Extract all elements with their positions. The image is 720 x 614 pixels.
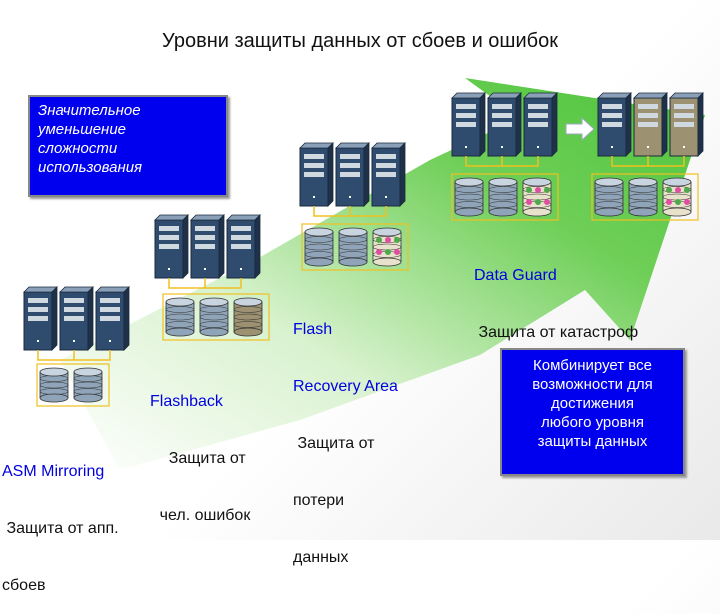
label-text: Защита от — [164, 450, 246, 467]
disk-stack-icon — [454, 177, 484, 217]
server-icon — [669, 92, 704, 157]
server-icon — [451, 92, 486, 157]
label-data-guard: Data Guard Защита от катастроф — [474, 228, 638, 361]
server-icon — [523, 92, 558, 157]
disk-tray — [301, 223, 409, 271]
label-flashback: Flashback Защита от чел. ошибок — [150, 354, 260, 544]
disk-stack-icon — [304, 227, 334, 267]
progress-arrow — [60, 78, 705, 470]
label-title: ASM Mirroring — [2, 463, 105, 480]
server-icon — [226, 214, 261, 279]
label-text: данных — [293, 549, 349, 566]
info-line: Комбинирует все — [533, 357, 652, 374]
server-icon — [371, 142, 406, 207]
flower-disk-icon — [522, 177, 552, 217]
server-icon — [597, 92, 632, 157]
server-icon — [59, 286, 94, 351]
disk-tray — [36, 363, 110, 407]
server-icon — [95, 286, 130, 351]
disk-stack-icon — [488, 177, 518, 217]
server-icon — [299, 142, 334, 207]
label-title: Recovery Area — [293, 378, 398, 395]
label-text: Защита от апп. — [2, 520, 119, 537]
server-icon — [190, 214, 225, 279]
info-line: сложности — [38, 140, 118, 157]
server-icon — [633, 92, 668, 157]
info-box-simplicity: Значительное уменьшение сложности исполь… — [28, 95, 228, 197]
disk-tray — [591, 173, 699, 221]
label-text: потери — [293, 492, 345, 509]
flower-disk-icon — [372, 227, 402, 267]
disk-tray — [451, 173, 559, 221]
disk-stack-icon — [338, 227, 368, 267]
info-line: защиты данных — [537, 433, 648, 450]
label-title: Flash — [293, 321, 333, 338]
disk-stack-icon — [73, 367, 103, 403]
info-line: Значительное — [38, 102, 141, 119]
disk-stack-icon — [594, 177, 624, 217]
label-text: сбоев — [2, 577, 46, 594]
page-title: Уровни защиты данных от сбоев и ошибок — [162, 30, 558, 52]
label-text: Защита от катастроф — [474, 324, 639, 341]
info-line: использования — [38, 159, 143, 176]
info-line: уменьшение — [38, 121, 127, 138]
info-line: возможности для — [532, 376, 653, 393]
server-icon — [487, 92, 522, 157]
flower-disk-icon — [662, 177, 692, 217]
disk-stack-icon — [199, 297, 229, 337]
info-line: любого уровня — [541, 414, 644, 431]
server-icon — [335, 142, 370, 207]
disk-stack-icon — [165, 297, 195, 337]
info-line: достижения — [550, 395, 634, 412]
disk-stack-icon — [233, 297, 263, 337]
label-text: Защита от — [293, 435, 375, 452]
server-icon — [154, 214, 189, 279]
info-box-combines: Комбинирует все возможности для достижен… — [500, 348, 685, 476]
disk-stack-icon — [39, 367, 69, 403]
label-text: чел. ошибок — [159, 507, 251, 524]
disk-stack-icon — [628, 177, 658, 217]
transfer-arrow-icon — [565, 116, 595, 142]
server-icon — [23, 286, 58, 351]
label-title: Flashback — [150, 393, 223, 410]
label-title: Data Guard — [474, 267, 557, 284]
hardware-diagram — [23, 92, 704, 407]
disk-tray — [162, 293, 270, 341]
